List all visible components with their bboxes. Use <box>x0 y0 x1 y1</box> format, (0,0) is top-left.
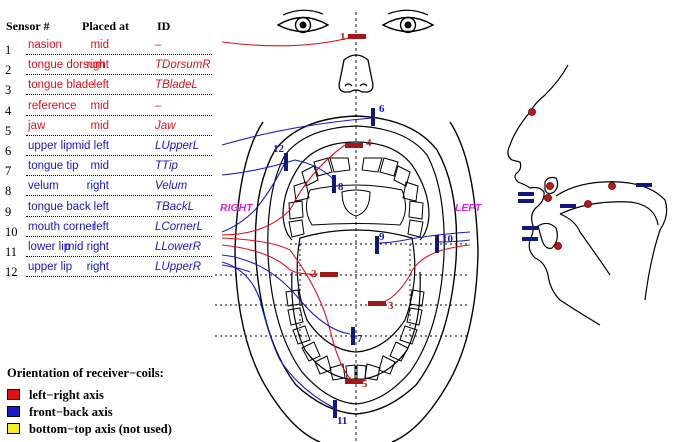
profile-sensor-upper <box>545 195 552 202</box>
profile-sensor-lower-lip <box>522 226 538 230</box>
profile-sensor-tongue-dorsum <box>609 183 616 190</box>
profile-face <box>508 65 568 188</box>
sensor-num-2: 2 <box>311 268 317 280</box>
sensor-4 <box>345 143 363 148</box>
sensor-2 <box>320 272 338 277</box>
sensor-num-5: 5 <box>362 378 368 390</box>
right-eye-icon <box>278 10 328 32</box>
sensor-num-9: 9 <box>379 231 385 243</box>
profile-sensor-upper-lip-2 <box>518 199 534 203</box>
wire-11 <box>222 262 334 408</box>
left-eye-icon <box>383 10 433 32</box>
profile-chin <box>529 188 600 326</box>
sensor-7 <box>351 327 355 345</box>
sensor-1 <box>348 34 366 39</box>
profile-sensor-nasion <box>529 109 536 116</box>
profile-sensor-tongue-tip <box>560 204 576 208</box>
sensor-num-4: 4 <box>366 137 372 149</box>
sensor-num-7: 7 <box>357 333 363 345</box>
sensor-5 <box>345 379 363 384</box>
sensor-3 <box>368 301 386 306</box>
sensor-10 <box>435 235 439 253</box>
sensor-8 <box>332 175 336 193</box>
sensor-num-6: 6 <box>379 103 385 115</box>
profile-sensor-velum <box>636 183 652 187</box>
wire-1 <box>222 36 356 46</box>
reference-grid <box>215 244 470 336</box>
sensor-num-3: 3 <box>388 300 394 312</box>
right-side-label: RIGHT <box>220 202 254 214</box>
profile-sensor-reference <box>547 183 554 190</box>
profile-sensor-jaw <box>555 243 562 250</box>
sensor-num-10: 10 <box>442 233 454 245</box>
profile-palate <box>556 182 667 300</box>
profile-sensor-tongue-blade <box>585 201 592 208</box>
sensor-12 <box>284 153 288 171</box>
sensor-6 <box>371 108 375 126</box>
profile-sensor-lower-lip-2 <box>522 237 538 241</box>
profile-sensor-upper-lip <box>518 192 534 196</box>
sensor-num-11: 11 <box>337 415 347 427</box>
left-side-label: LEFT <box>455 202 483 214</box>
profile-tongue-base <box>560 214 610 275</box>
sensor-num-8: 8 <box>338 181 344 193</box>
sensor-num-1: 1 <box>340 31 346 43</box>
sensor-num-12: 12 <box>273 143 285 155</box>
